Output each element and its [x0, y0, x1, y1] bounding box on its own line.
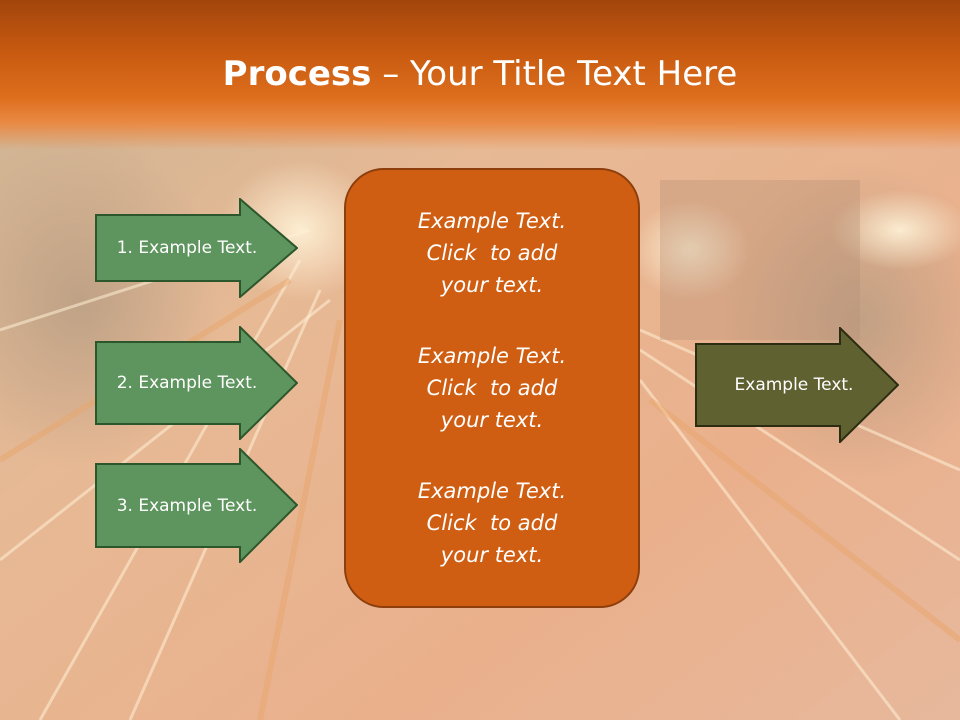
- right-arrow-label: Example Text.: [734, 375, 854, 395]
- left-arrow-1-label: 1. Example Text.: [116, 238, 258, 258]
- left-arrow-3-label: 3. Example Text.: [116, 495, 258, 516]
- center-paragraph-1-line-2: Click to add: [426, 241, 558, 265]
- title-rest: Your Title Text Here: [410, 54, 738, 94]
- right-arrow[interactable]: Example Text.: [695, 327, 899, 443]
- title-bold-part: Process: [222, 54, 372, 94]
- center-paragraph-1: Example Text. Click to add your text.: [357, 205, 627, 301]
- center-paragraph-3-line-1: Example Text.: [417, 479, 567, 503]
- arrow-shape-icon: [95, 326, 298, 440]
- center-paragraph-3-line-2: Click to add: [426, 511, 558, 535]
- center-paragraph-2-line-3: your text.: [440, 408, 544, 432]
- arrow-shape-icon: [95, 448, 298, 563]
- slide-title[interactable]: Process – Your Title Text Here: [0, 52, 960, 96]
- title-dash: –: [371, 54, 411, 94]
- center-paragraph-2-line-2: Click to add: [426, 376, 558, 400]
- arrow-shape-icon: [695, 327, 899, 443]
- center-paragraph-2-line-1: Example Text.: [417, 344, 567, 368]
- center-paragraph-1-line-1: Example Text.: [417, 209, 567, 233]
- left-arrow-2-label: 2. Example Text.: [116, 373, 258, 393]
- center-paragraph-3: Example Text. Click to add your text.: [357, 475, 627, 571]
- center-paragraph-1-line-3: your text.: [440, 273, 544, 297]
- center-paragraph-3-line-3: your text.: [440, 543, 544, 567]
- title-bar: [0, 0, 960, 150]
- center-paragraph-2: Example Text. Click to add your text.: [357, 340, 627, 436]
- left-arrow-2[interactable]: 2. Example Text.: [95, 326, 298, 440]
- center-text-box[interactable]: Example Text. Click to add your text. Ex…: [344, 168, 640, 608]
- left-arrow-1[interactable]: 1. Example Text.: [95, 198, 298, 298]
- left-arrow-3[interactable]: 3. Example Text.: [95, 448, 298, 563]
- arrow-shape-icon: [95, 198, 298, 298]
